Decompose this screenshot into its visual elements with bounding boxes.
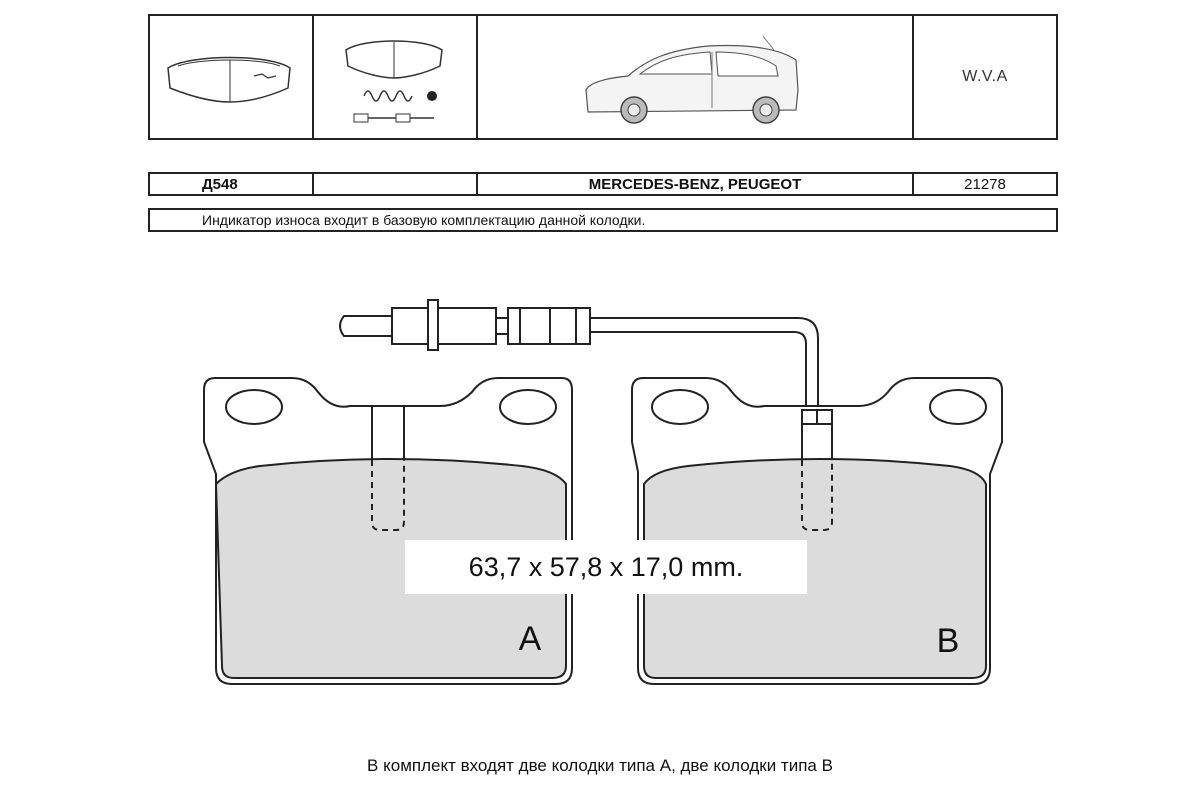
reference-number: 21278 [964, 175, 1006, 193]
pad-with-sensor-icon [345, 40, 443, 123]
brake-pad-icon [167, 56, 291, 103]
pad-sensor-icon-cell [314, 16, 478, 138]
wear-sensor [339, 299, 819, 410]
pad-icon-cell [150, 16, 314, 138]
info-row: Д548 MERCEDES-BENZ, PEUGEOT 21278 [148, 172, 1058, 196]
note-row: Индикатор износа входит в базовую компле… [148, 208, 1058, 232]
wear-indicator-note: Индикатор износа входит в базовую компле… [202, 212, 646, 228]
car-icon [585, 35, 799, 124]
header-table: W.V.A [148, 14, 1058, 140]
part-code: Д548 [150, 174, 314, 194]
brand-code: W.V.A [962, 68, 1008, 85]
brake-pad-a [203, 377, 573, 685]
kit-contents-note: В комплект входят две колодки типа А, дв… [367, 756, 833, 775]
pad-a-label: A [519, 620, 542, 658]
car-icon-cell [478, 16, 914, 138]
brand-code-cell: W.V.A [914, 16, 1056, 138]
vehicle-makes: MERCEDES-BENZ, PEUGEOT [478, 174, 914, 194]
blank-cell [314, 174, 478, 194]
pad-b-label: B [937, 622, 960, 660]
brake-pad-b [631, 377, 1003, 685]
pad-dimensions: 63,7 x 57,8 x 17,0 mm. [405, 540, 807, 594]
